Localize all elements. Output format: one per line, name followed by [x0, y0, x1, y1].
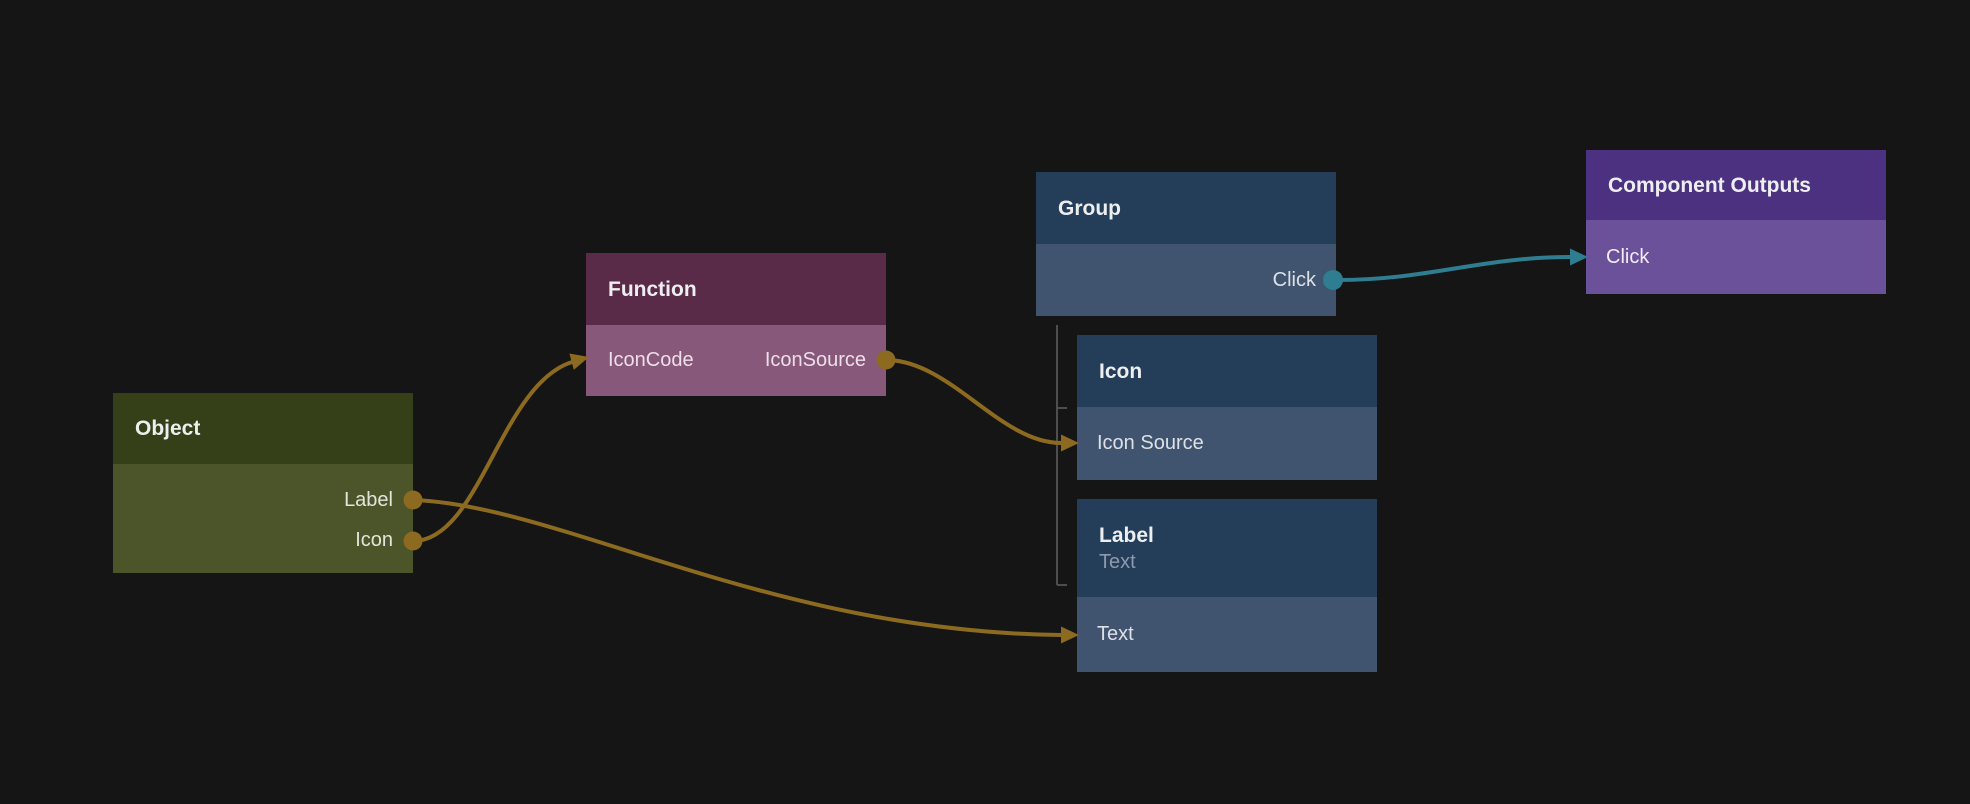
port-function-iconsource-output[interactable]: IconSource: [764, 349, 866, 371]
node-label-body: Text: [1077, 597, 1377, 672]
node-object[interactable]: Object Label Icon: [113, 393, 413, 573]
node-label[interactable]: Label Text Text: [1077, 499, 1377, 672]
node-component-outputs[interactable]: Component Outputs Click: [1586, 150, 1886, 294]
group-children-connector: [1056, 325, 1067, 586]
wire-group-click-to-component-outputs-click[interactable]: [1332, 255, 1571, 283]
node-icon-body: Icon Source: [1077, 407, 1377, 480]
port-label: Click: [1606, 245, 1650, 268]
port-label: Icon: [355, 528, 393, 551]
wire-object-icon-to-function-iconcode[interactable]: [412, 360, 573, 543]
node-title: Group: [1058, 196, 1121, 220]
node-title: Object: [135, 417, 201, 440]
node-function[interactable]: Function IconCode IconSource: [586, 253, 886, 396]
port-label: Click: [1272, 268, 1316, 291]
port-label: Text: [1097, 623, 1134, 645]
node-object-body: Label Icon: [113, 464, 413, 573]
port-function-iconcode-input[interactable]: IconCode: [608, 349, 694, 371]
port-object-icon-output[interactable]: Icon: [113, 520, 413, 560]
node-function-body: IconCode IconSource: [586, 325, 886, 396]
node-title: Label: [1099, 523, 1154, 547]
node-title: Component Outputs: [1608, 173, 1811, 197]
port-component-outputs-click-input[interactable]: Click: [1586, 220, 1886, 294]
port-icon-iconsource-input[interactable]: Icon Source: [1077, 407, 1377, 480]
port-object-label-output[interactable]: Label: [113, 480, 413, 520]
node-title: Function: [608, 277, 697, 301]
node-object-header: Object: [113, 393, 413, 464]
node-component-outputs-header: Component Outputs: [1586, 150, 1886, 220]
wire-function-iconsource-to-icon-iconsource[interactable]: [885, 358, 1062, 445]
node-group[interactable]: Group Click: [1036, 172, 1336, 316]
port-label-text-input[interactable]: Text: [1077, 597, 1377, 672]
node-subtitle: Text: [1099, 550, 1136, 573]
node-title: Icon: [1099, 359, 1143, 383]
node-function-header: Function: [586, 253, 886, 325]
node-icon[interactable]: Icon Icon Source: [1077, 335, 1377, 480]
wire-object-label-to-label-text[interactable]: [412, 498, 1062, 637]
node-component-outputs-body: Click: [1586, 220, 1886, 294]
port-label: Icon Source: [1097, 432, 1204, 454]
node-icon-header: Icon: [1077, 335, 1377, 407]
port-group-click-output[interactable]: Click: [1036, 244, 1336, 316]
port-label: Label: [344, 488, 393, 511]
node-group-body: Click: [1036, 244, 1336, 316]
node-group-header: Group: [1036, 172, 1336, 244]
node-label-header: Label Text: [1077, 499, 1377, 597]
